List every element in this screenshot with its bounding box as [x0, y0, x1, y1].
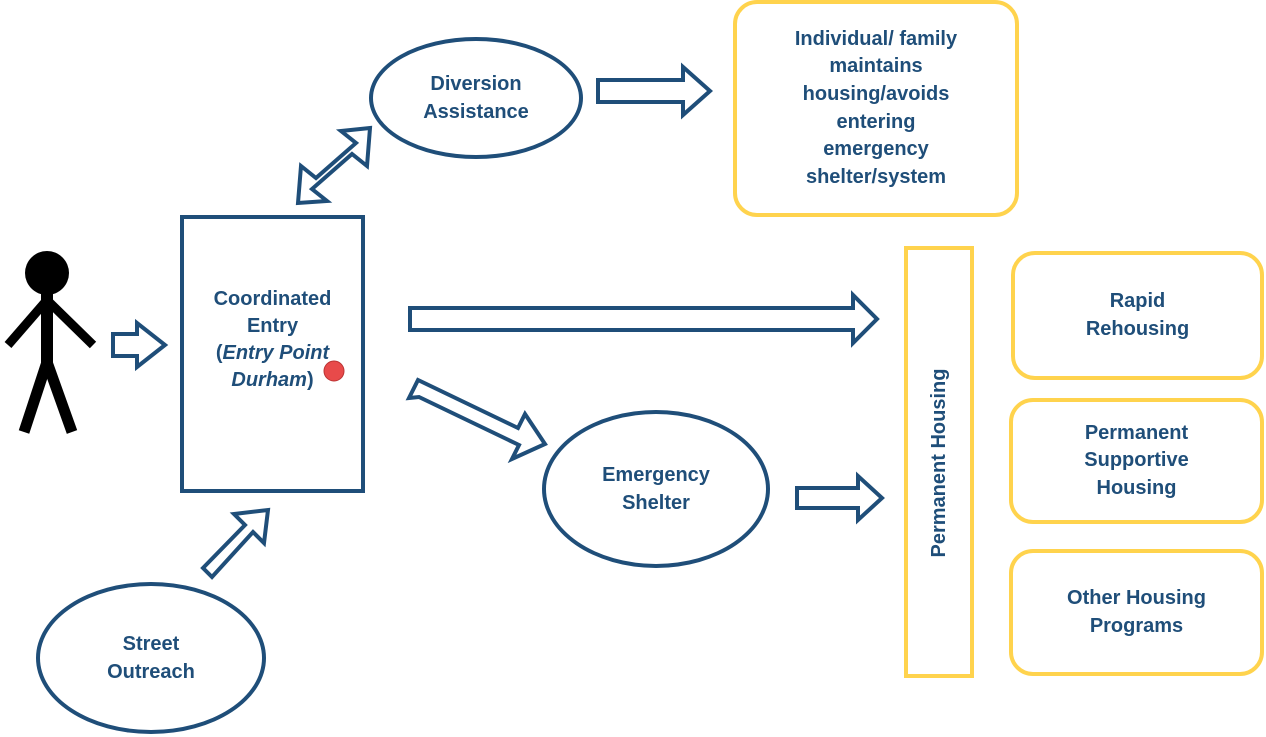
- psh-line2: Supportive: [1084, 449, 1189, 472]
- arrow-entry-to-permanent: [408, 290, 880, 348]
- street-outreach-ellipse: Street Outreach: [36, 582, 266, 734]
- coordinated-entry-line1: Coordinated: [213, 288, 332, 310]
- permanent-housing-label: Permanent Housing: [924, 263, 954, 663]
- emergency-shelter-ellipse: Emergency Shelter: [542, 410, 770, 568]
- arrow-entry-diversion: [295, 125, 373, 206]
- arrow-shelter-to-permanent: [795, 471, 885, 525]
- outcome-line6: shelter/system: [805, 165, 947, 188]
- psh-line3: Housing: [1096, 476, 1177, 499]
- coordinated-entry-line2: Entry: [246, 315, 299, 337]
- rapid-rehousing-box: Rapid Rehousing: [1011, 251, 1264, 380]
- diversion-line1: Diversion: [430, 73, 522, 95]
- rapid-line2: Rehousing: [1085, 317, 1190, 340]
- coordinated-entry-label: Coordinated Entry (Entry Point Durham): [184, 270, 361, 410]
- coordinated-entry-italic1: Entry Point: [222, 342, 330, 364]
- outreach-line1: Street: [122, 633, 180, 655]
- permanent-housing-bar: [904, 246, 974, 678]
- other-line1: Other Housing: [1067, 586, 1206, 609]
- outcome-line1: Individual/ family: [794, 27, 958, 50]
- other-housing-programs-box: Other Housing Programs: [1009, 549, 1264, 676]
- arrow-outreach-to-entry: [200, 507, 271, 580]
- outcome-line4: entering: [836, 110, 916, 133]
- outcome-line5: emergency: [823, 138, 929, 161]
- outcome-line2: maintains: [829, 55, 923, 78]
- diversion-outcome-box: Individual/ family maintains housing/avo…: [733, 0, 1019, 217]
- outreach-line2: Outreach: [107, 661, 195, 683]
- person-icon: [4, 251, 97, 434]
- arrow-entry-to-shelter: [405, 377, 548, 464]
- arrow-diversion-to-outcome: [596, 62, 714, 120]
- coordinated-entry-paren-close: ): [306, 369, 314, 391]
- shelter-line1: Emergency: [602, 464, 710, 486]
- other-line2: Programs: [1089, 614, 1184, 637]
- coordinated-entry-italic2: Durham: [231, 369, 307, 391]
- coordinated-entry-box: [180, 215, 365, 493]
- rapid-line1: Rapid: [1109, 289, 1166, 312]
- shelter-line2: Shelter: [622, 492, 690, 514]
- marker-dot: [323, 360, 345, 382]
- outcome-line3: housing/avoids: [802, 82, 950, 105]
- permanent-supportive-housing-box: Permanent Supportive Housing: [1009, 398, 1264, 524]
- diversion-ellipse: Diversion Assistance: [369, 37, 583, 159]
- permanent-housing-text: Permanent Housing: [927, 368, 950, 558]
- diversion-line2: Assistance: [423, 101, 529, 123]
- coordinated-entry-paren: (: [215, 342, 223, 364]
- arrow-person-to-entry: [111, 318, 169, 372]
- psh-line1: Permanent: [1084, 421, 1189, 444]
